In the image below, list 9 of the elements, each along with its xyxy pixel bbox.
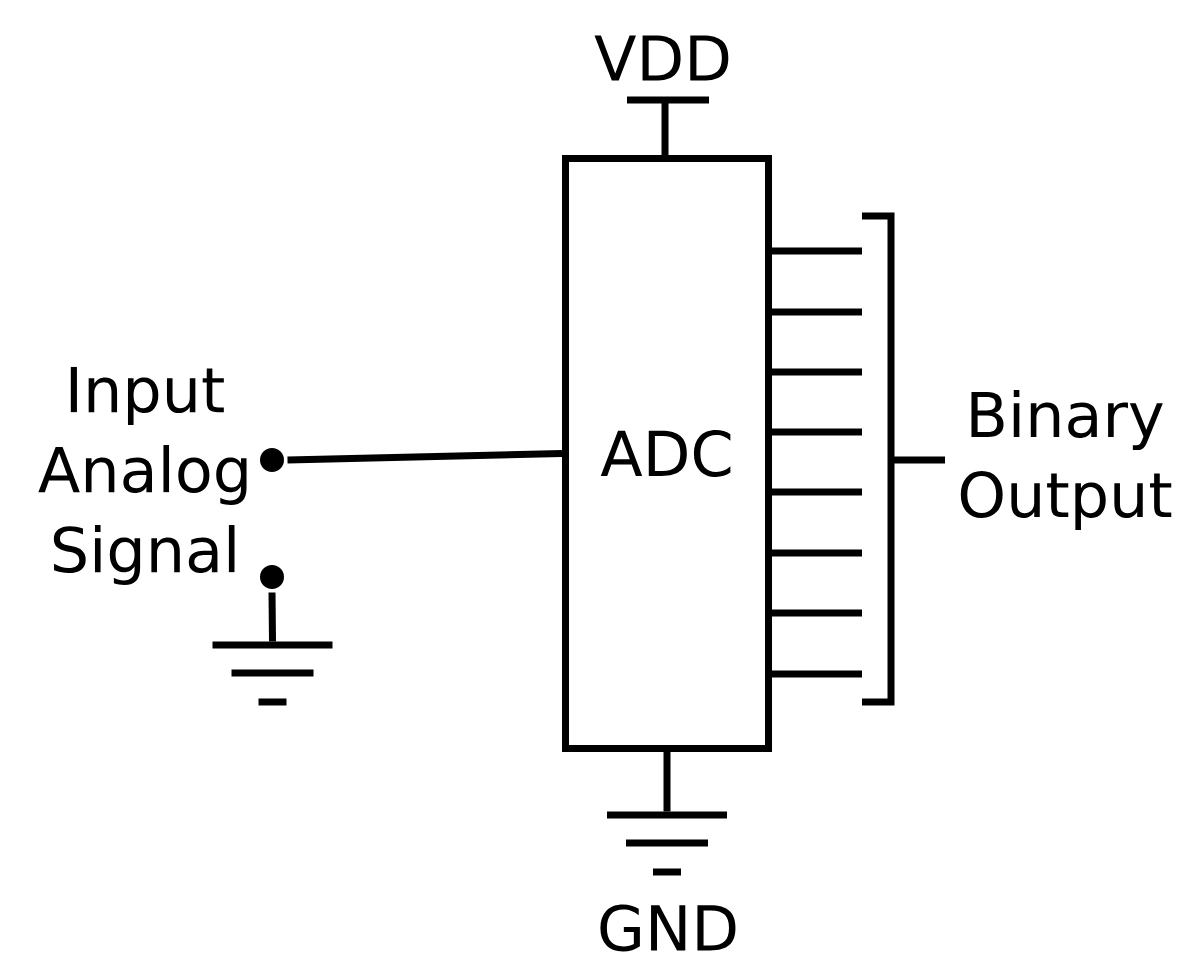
label-text: GND xyxy=(600,904,736,952)
terminal-dot xyxy=(260,448,284,472)
adc-box: ADC xyxy=(562,155,772,752)
label-text: VDD xyxy=(594,35,729,81)
wire xyxy=(663,752,671,812)
terminal-dot xyxy=(260,565,284,589)
label-text: Input Analog Signal xyxy=(38,366,247,586)
label-text: Binary Output xyxy=(960,390,1172,530)
wire xyxy=(287,450,563,464)
